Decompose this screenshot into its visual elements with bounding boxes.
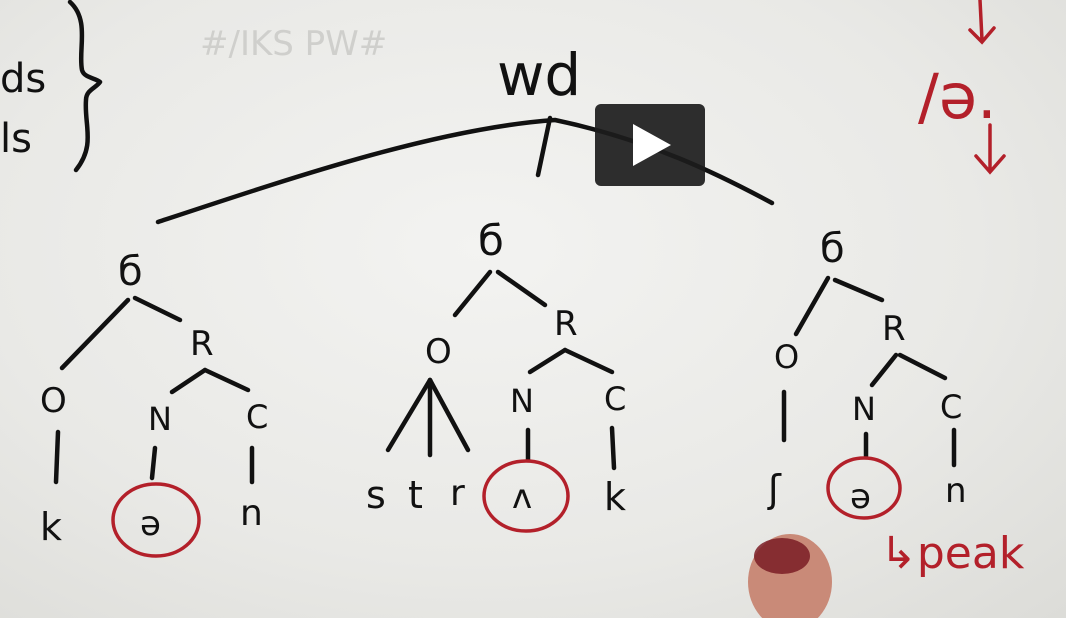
root-stem	[535, 115, 553, 178]
line-o2-s	[385, 377, 433, 453]
seg-coda-2: k	[604, 475, 626, 519]
fingernail	[754, 538, 810, 574]
seg-coda-1: n	[240, 493, 263, 534]
peak-note: ↳peak	[880, 528, 1025, 579]
coda-2: C	[604, 380, 626, 418]
coda-3: C	[940, 388, 962, 426]
root-label: wd	[497, 41, 581, 109]
play-button[interactable]	[595, 104, 705, 186]
seg-nucleus-2: ʌ	[512, 477, 532, 517]
branch-r3-c	[897, 352, 948, 381]
nucleus-2: N	[510, 382, 534, 420]
onset-2: O	[425, 332, 452, 372]
branch-s2-onset	[452, 269, 493, 318]
branch-s3-onset	[793, 275, 831, 337]
branch-r3-n	[869, 352, 899, 388]
branch-r1-c	[202, 367, 251, 393]
red-top-transcription: /ə.	[918, 60, 997, 133]
left-brace	[67, 0, 103, 173]
line-o2-r	[427, 377, 471, 453]
sigma-3: б	[820, 226, 845, 272]
line-n1	[149, 445, 158, 481]
seg-onset-2b: t	[408, 473, 423, 517]
circle-nucleus-2	[482, 459, 570, 533]
rhyme-1: R	[190, 324, 214, 364]
seg-nucleus-3: ə	[850, 477, 871, 517]
seg-coda-3: n	[945, 471, 967, 511]
red-arrow-down-top	[968, 0, 996, 45]
line-c2	[609, 425, 617, 471]
seg-nucleus-1: ə	[140, 504, 161, 544]
line-o1	[53, 429, 61, 485]
play-icon	[633, 124, 671, 166]
branch-s1-onset	[59, 297, 131, 371]
seg-onset-2c: r	[450, 473, 465, 514]
root-arc	[155, 117, 775, 225]
coda-1: C	[246, 398, 268, 436]
rhyme-2: R	[554, 304, 578, 344]
branch-r1-n	[169, 367, 208, 395]
circle-nucleus-3	[826, 456, 902, 520]
branch-s2-rhyme	[495, 269, 548, 308]
left-fragment-top: ds	[0, 56, 46, 102]
left-fragment-bottom: ls	[0, 116, 32, 162]
circle-nucleus-1	[111, 482, 201, 558]
seg-onset-1: k	[40, 505, 62, 549]
branch-r2-n	[527, 347, 568, 375]
branch-s1-rhyme	[132, 295, 183, 323]
seg-onset-2a: s	[366, 473, 386, 517]
branch-s3-rhyme	[832, 277, 885, 303]
onset-1: O	[40, 381, 67, 421]
branch-r2-c	[562, 347, 615, 375]
rhyme-3: R	[882, 309, 906, 349]
sigma-2: б	[478, 216, 504, 265]
onset-3: O	[774, 338, 799, 376]
nucleus-1: N	[148, 400, 172, 438]
seg-onset-3: ʃ	[767, 467, 782, 511]
red-arrow-down-bottom	[974, 123, 1006, 175]
sigma-1: б	[118, 249, 143, 295]
faint-title: #/IKS PW#	[200, 24, 387, 64]
nucleus-3: N	[852, 390, 876, 428]
